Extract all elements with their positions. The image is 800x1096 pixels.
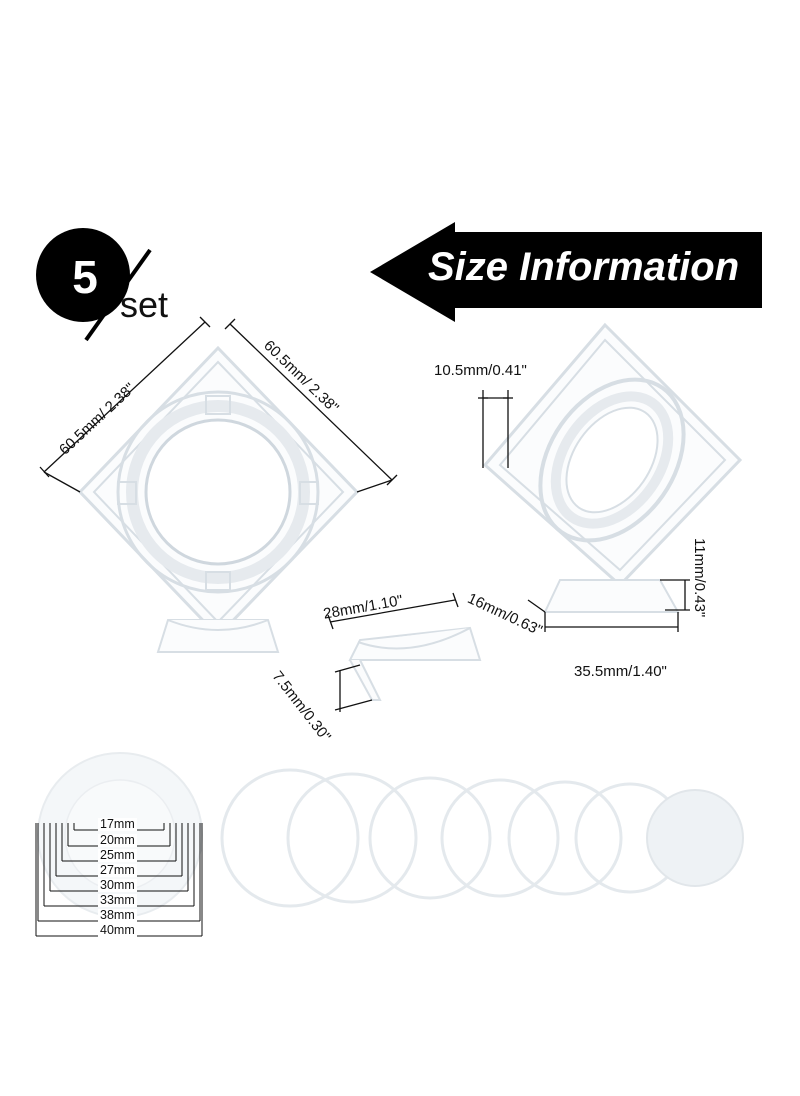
ring-size-label: 27mm: [98, 863, 137, 877]
coin-case-front: [77, 345, 360, 639]
badge-circle: [36, 228, 130, 322]
ring-5: [507, 780, 623, 896]
ring-1: [220, 768, 360, 908]
foam-insert-disc: [646, 789, 744, 887]
ring-size-label: 30mm: [98, 878, 137, 892]
dim-lines-middle: [327, 592, 459, 712]
ring-2: [286, 772, 418, 904]
foam-rings: [220, 768, 686, 908]
ring-size-label: 38mm: [98, 908, 137, 922]
dim-stand-base-height: 11mm/0.43": [691, 538, 708, 618]
stand-left: [156, 619, 280, 653]
dim-case-depth: 10.5mm/0.41": [434, 362, 527, 379]
ring-size-label: 33mm: [98, 893, 137, 907]
ring-size-label: 20mm: [98, 833, 137, 847]
stand-middle: [348, 626, 482, 701]
dim-lines-left: [39, 316, 398, 493]
stand-right: [543, 579, 680, 613]
ring-size-label: 17mm: [98, 817, 137, 831]
dim-lines-right: [478, 390, 690, 632]
banner-arrow: [370, 222, 762, 322]
set-unit: set: [120, 284, 169, 325]
coin-case-tilted: [482, 322, 743, 588]
ring-size-label: 25mm: [98, 848, 137, 862]
ring-3: [368, 776, 492, 900]
dim-stand-base-length: 35.5mm/1.40": [574, 663, 667, 680]
ring-4: [440, 778, 560, 898]
badge-slash: [84, 248, 152, 342]
set-count: 5: [72, 251, 98, 303]
ring-size-label: 40mm: [98, 923, 137, 937]
banner-title: Size Information: [428, 245, 740, 289]
